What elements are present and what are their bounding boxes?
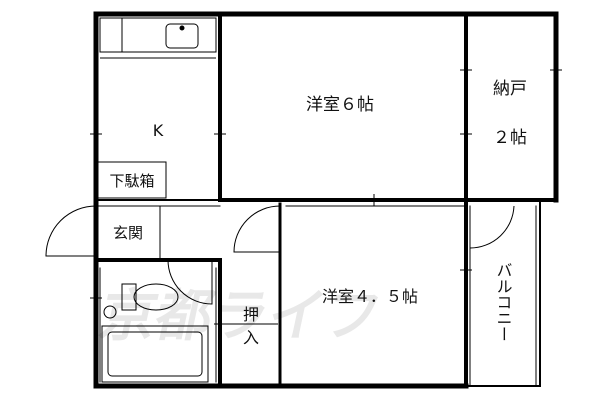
sink-icon [165,23,199,49]
room-door [233,205,281,253]
kitchen-counter [99,17,217,59]
kitchen-label: K [153,121,164,140]
shoe-box-label: 下駄箱 [109,172,154,190]
shoe-box-outline [97,161,167,199]
wall-ticks [90,69,562,325]
watermark: 京都ライフ [94,284,388,349]
storage-door [469,205,515,249]
storage-room-size: ２帖 [493,128,527,148]
watermark-text: 京都ライフ [94,284,388,349]
closet-label-2: 入 [243,328,259,347]
storage-room-label: 納戸 [493,79,527,99]
toilet-icon [103,259,213,319]
entrance-label: 玄関 [113,224,143,242]
walls [93,11,559,389]
western-room-4-5-label: 洋室４．５帖 [322,287,418,306]
balcony-label: バルコニー [494,262,513,342]
entrance-door [45,205,97,258]
closet-label-1: 押 [243,305,259,324]
western-room-6-label: 洋室６帖 [306,95,374,115]
bathtub-icon [101,325,209,383]
